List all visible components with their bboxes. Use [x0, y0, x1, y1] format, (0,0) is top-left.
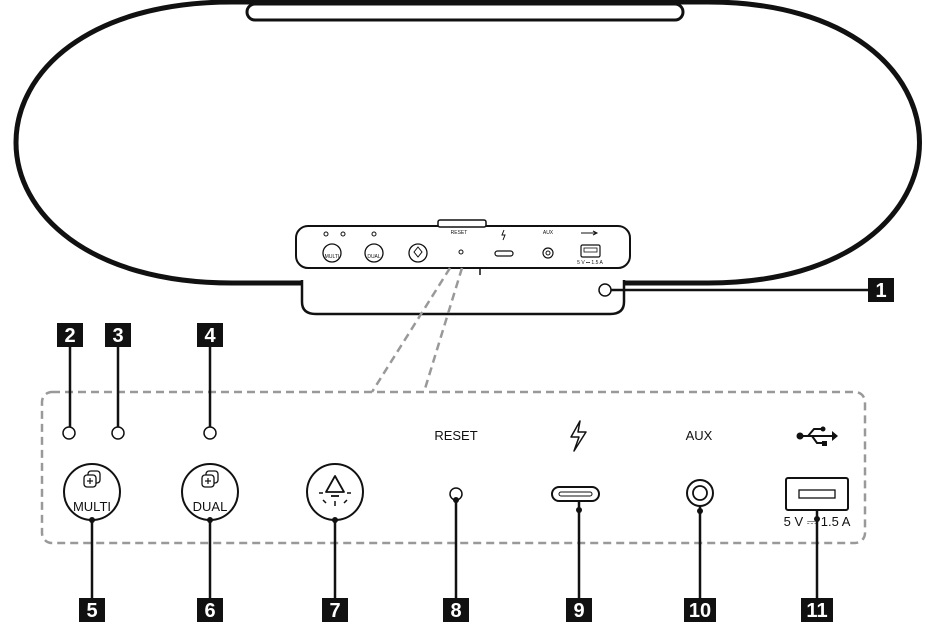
speaker-stand: [300, 280, 626, 316]
callout-1: 1: [868, 278, 894, 302]
svg-text:11: 11: [806, 600, 827, 622]
callout-8: 8: [443, 598, 469, 622]
aux-label: AUX: [686, 428, 713, 443]
light-button[interactable]: [306, 463, 364, 521]
multi-link-icon: [83, 470, 101, 488]
mini-usb-rating: 5 V ⎓ 1.5 A: [577, 260, 603, 266]
multi-button-label: MULTI: [73, 499, 111, 514]
callout-11: 11: [801, 598, 833, 622]
leader-dots: [89, 497, 820, 523]
mini-aux-label: AUX: [543, 230, 554, 236]
callout-7: 7: [322, 598, 348, 622]
callout-5: 5: [79, 598, 105, 622]
led-dual: [203, 426, 217, 440]
callout-4: 4: [197, 323, 223, 347]
mini-multi-label: MULTI: [325, 254, 340, 260]
mini-control-panel: MULTI DUAL RESET AUX 5 V ⎓ 1.5 A: [295, 219, 631, 275]
callout-9: 9: [566, 598, 592, 622]
lightning-bolt-icon: [570, 420, 587, 452]
mini-dual-label: DUAL: [367, 254, 381, 260]
svg-text:8: 8: [450, 600, 461, 622]
svg-text:10: 10: [689, 600, 711, 622]
zoom-guide-right: [422, 267, 464, 393]
callout-10: 10: [684, 598, 716, 622]
aux-jack-inner: [692, 485, 708, 501]
top-handle-slot: [245, 2, 685, 22]
usb-c-port-inner: [558, 491, 593, 497]
zoom-guide-left: [370, 267, 452, 393]
speaker-body: [13, 0, 922, 286]
led-multi-1: [62, 426, 76, 440]
svg-text:7: 7: [329, 600, 340, 622]
callout-2: 2: [57, 323, 83, 347]
led-multi-2: [111, 426, 125, 440]
enlarged-panel-outline: [40, 390, 867, 545]
usb-trident-icon: [796, 426, 838, 446]
svg-text:6: 6: [204, 600, 215, 622]
usb-a-port-inner: [798, 489, 836, 499]
svg-text:2: 2: [64, 325, 75, 347]
svg-text:3: 3: [112, 325, 123, 347]
stand-indicator: [598, 283, 612, 297]
callout-6: 6: [197, 598, 223, 622]
svg-text:1: 1: [875, 280, 886, 302]
callout-3: 3: [105, 323, 131, 347]
multi-button[interactable]: MULTI: [63, 463, 121, 521]
leader-lines: [68, 288, 868, 598]
svg-text:5: 5: [86, 600, 97, 622]
mini-reset-label: RESET: [451, 230, 468, 236]
dual-button-label: DUAL: [193, 499, 228, 514]
dual-link-icon: [201, 470, 219, 488]
svg-text:9: 9: [573, 600, 584, 622]
dual-button[interactable]: DUAL: [181, 463, 239, 521]
reset-label: RESET: [434, 428, 477, 443]
svg-text:4: 4: [204, 325, 216, 347]
bulb-icon: [319, 475, 351, 506]
